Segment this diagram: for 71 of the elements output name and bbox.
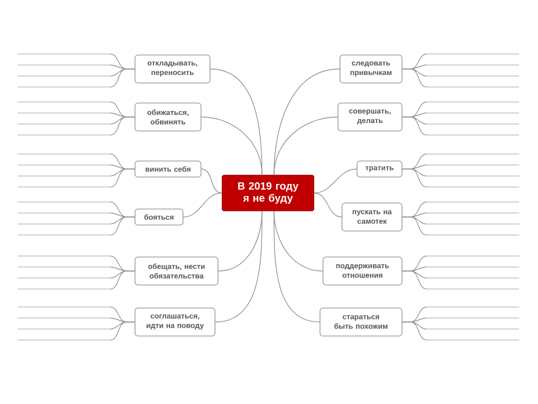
fill-in-line	[18, 86, 110, 88]
connector	[402, 270, 428, 290]
fill-in-line	[426, 328, 520, 330]
connector	[215, 210, 262, 322]
connector	[110, 68, 135, 88]
connector	[110, 270, 135, 290]
fill-in-line	[426, 288, 520, 290]
connector	[402, 322, 428, 340]
connector	[402, 216, 428, 236]
connector	[110, 168, 135, 188]
fill-in-line	[426, 212, 520, 214]
fill-in-line	[426, 201, 520, 203]
fill-in-line	[426, 112, 520, 114]
fill-in-line	[18, 255, 110, 257]
fill-in-line	[426, 266, 520, 268]
fill-in-line	[426, 306, 520, 308]
connector	[314, 168, 357, 194]
connector	[402, 116, 428, 136]
connector	[402, 68, 428, 88]
fill-in-line	[18, 277, 110, 279]
fill-in-line	[18, 339, 110, 341]
fill-in-line	[18, 134, 110, 136]
fill-in-line	[18, 64, 110, 66]
fill-in-line	[426, 101, 520, 103]
fill-in-line	[426, 153, 520, 155]
fill-in-line	[18, 164, 110, 166]
fill-in-line	[18, 328, 110, 330]
fill-in-line	[18, 212, 110, 214]
connector	[110, 116, 135, 136]
fill-in-line	[18, 201, 110, 203]
fill-in-line	[18, 186, 110, 188]
fill-in-line	[18, 306, 110, 308]
fill-in-line	[18, 53, 110, 55]
connector	[274, 210, 320, 322]
connector	[210, 68, 262, 176]
fill-in-line	[426, 86, 520, 88]
connector	[201, 168, 222, 194]
fill-in-line	[18, 317, 110, 319]
fill-in-line	[18, 123, 110, 125]
connector	[201, 116, 262, 176]
fill-in-line	[426, 64, 520, 66]
connector	[314, 192, 342, 218]
central-topic-box: В 2019 году я не буду	[222, 174, 314, 212]
fill-in-line	[426, 75, 520, 77]
fill-in-line	[18, 288, 110, 290]
fill-in-line	[426, 186, 520, 188]
fill-in-line	[18, 153, 110, 155]
connector	[110, 322, 135, 340]
connector	[183, 192, 222, 218]
fill-in-line	[426, 123, 520, 125]
fill-in-line	[426, 164, 520, 166]
fill-in-line	[426, 317, 520, 319]
fill-in-line	[18, 266, 110, 268]
fill-in-line	[426, 339, 520, 341]
fill-in-line	[18, 112, 110, 114]
fill-in-line	[426, 277, 520, 279]
fill-in-line	[426, 255, 520, 257]
fill-in-line	[18, 75, 110, 77]
fill-in-line	[426, 53, 520, 55]
fill-in-line	[18, 101, 110, 103]
fill-in-line	[426, 234, 520, 236]
fill-in-line	[426, 134, 520, 136]
fill-in-line	[426, 175, 520, 177]
connector	[402, 168, 428, 188]
fill-in-line	[18, 175, 110, 177]
fill-in-line	[18, 234, 110, 236]
fill-in-line	[18, 223, 110, 225]
connector	[110, 216, 135, 236]
fill-in-line	[426, 223, 520, 225]
connector	[274, 68, 340, 176]
connector	[274, 116, 338, 176]
